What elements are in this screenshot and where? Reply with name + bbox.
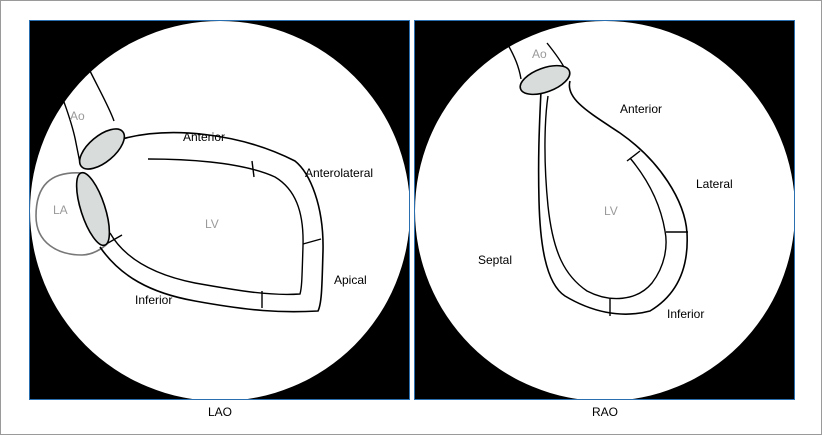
- rao-diagram: Ao LV Anterior Lateral Septal Inferior: [415, 21, 794, 399]
- lao-lv-outer-wall: [99, 131, 324, 313]
- lao-lv-inner-wall: [109, 158, 304, 296]
- rao-label-septal: Septal: [478, 253, 512, 267]
- rao-lv-inner-wall: [544, 95, 667, 300]
- lao-aorta-right-wall: [89, 70, 115, 122]
- rao-aortic-valve: [519, 64, 571, 96]
- rao-aorta-left-wall: [506, 42, 522, 80]
- lao-caption: LAO: [207, 405, 232, 419]
- lao-label-ao: Ao: [70, 109, 85, 123]
- lao-label-apical: Apical: [334, 273, 367, 287]
- lao-aorta-left-wall: [49, 64, 81, 164]
- rao-lv-outer-wall: [537, 80, 688, 315]
- rao-label-anterior: Anterior: [620, 102, 662, 116]
- lao-label-anterior: Anterior: [183, 130, 225, 144]
- lao-divider-anterior-anterolateral: [251, 160, 255, 178]
- lao-mitral-valve: [75, 171, 111, 247]
- rao-panel: Ao LV Anterior Lateral Septal Inferior: [414, 20, 795, 400]
- rao-label-ao: Ao: [532, 47, 547, 61]
- rao-caption: RAO: [591, 405, 618, 419]
- lao-view-circle: [30, 21, 409, 399]
- lao-aortic-valve: [78, 128, 126, 170]
- rao-label-inferior: Inferior: [667, 307, 704, 321]
- lao-divider-inferior-base: [107, 234, 123, 244]
- rao-view-circle: [415, 21, 794, 399]
- lao-label-la: LA: [53, 203, 68, 217]
- lao-label-inferior: Inferior: [135, 293, 172, 307]
- rao-label-lv: LV: [604, 204, 618, 218]
- rao-divider-anterior-lateral: [626, 150, 641, 162]
- lao-diagram: Ao LA LV Anterior Anterolateral Apical I…: [30, 21, 409, 399]
- lao-divider-anterolateral-apical: [302, 238, 322, 245]
- lao-label-anterolateral: Anterolateral: [305, 166, 373, 180]
- lao-left-atrium: [35, 172, 109, 256]
- lao-label-lv: LV: [205, 217, 219, 231]
- rao-label-lateral: Lateral: [696, 177, 733, 191]
- lao-panel: Ao LA LV Anterior Anterolateral Apical I…: [29, 20, 410, 400]
